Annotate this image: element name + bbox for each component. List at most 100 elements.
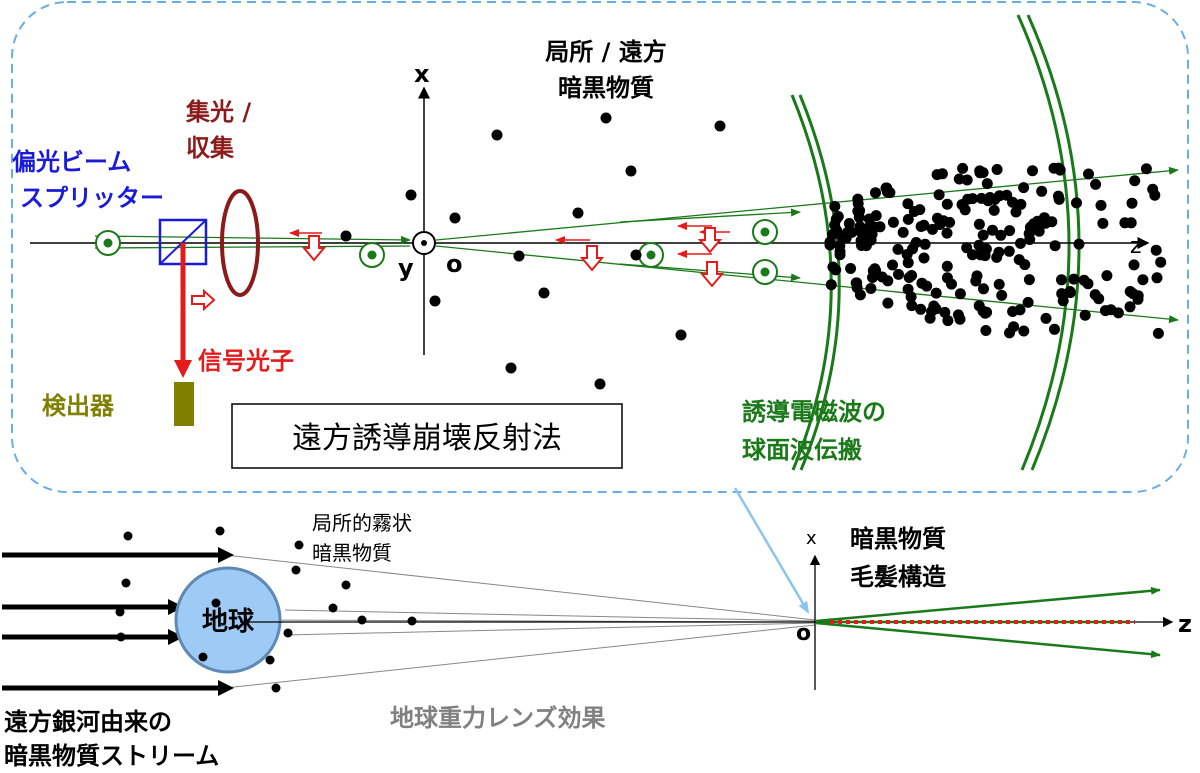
photon-polarization-dot: [760, 227, 770, 237]
dm-particle: [869, 263, 881, 275]
dm-particle: [936, 168, 948, 180]
dm-particle: [1004, 327, 1015, 339]
dm-particle: [1014, 304, 1026, 316]
dm-filament: [815, 586, 1161, 659]
dm-particle: [1018, 325, 1030, 337]
dm-particle: [340, 230, 352, 242]
dm-particle: [1071, 197, 1082, 209]
dm-particle: [918, 219, 930, 231]
dm-particle: [1056, 274, 1067, 286]
dm-particle: [897, 226, 909, 238]
dm-particle: [902, 257, 914, 269]
dm-particle: [850, 277, 862, 289]
dm-particle: [924, 312, 936, 324]
photon-polarization-dot: [367, 250, 377, 260]
dm-particle: [215, 526, 225, 536]
dm-particle: [952, 309, 964, 321]
dm-particle: [675, 329, 687, 341]
dm-particle: [865, 283, 877, 294]
dm-particle: [283, 628, 293, 638]
dm-particle: [491, 129, 503, 141]
top-axes: [30, 86, 1150, 355]
polarization-down-arrow: [579, 245, 605, 272]
dm-particle: [1147, 183, 1159, 195]
dm-particle: [600, 112, 612, 124]
dm-particle: [1039, 217, 1051, 229]
dm-stream-arrows: [2, 552, 222, 691]
dm-particle: [1124, 301, 1136, 313]
dm-particle: [449, 212, 461, 224]
dm-particle: [961, 242, 973, 254]
dm-particle: [291, 565, 301, 575]
dm-particle: [1132, 293, 1144, 305]
dm-particle: [1119, 217, 1131, 229]
pbs-label-line1: 偏光ビーム: [12, 148, 131, 176]
dm-particle: [956, 199, 968, 211]
dm-particle: [916, 277, 928, 289]
inset-dashed-border: [11, 1, 1189, 493]
dark-matter-particles-bottom: [115, 526, 417, 693]
dm-particle: [1004, 225, 1016, 237]
top-axis-o-label: o: [446, 250, 463, 278]
dm-particle: [341, 580, 351, 590]
dm-particle: [841, 227, 853, 238]
dm-particle: [933, 189, 945, 201]
dm-particle: [1089, 289, 1101, 301]
stream-line1: 遠方銀河由来の: [4, 708, 172, 736]
dm-particle: [988, 204, 1000, 216]
dm-particle: [991, 164, 1003, 175]
dm-particle: [829, 200, 841, 212]
dm-particle: [975, 249, 987, 261]
dm-particle: [198, 652, 208, 662]
dm-particle: [978, 283, 989, 295]
dm-particle: [845, 263, 857, 274]
dm-particle: [967, 193, 979, 205]
dm-particle: [892, 243, 904, 255]
signal-polarization-arrow: [191, 288, 216, 312]
dm-particle: [942, 315, 954, 327]
dm-particle: [1040, 312, 1052, 324]
dm-particle: [1101, 270, 1113, 282]
dm-particle: [868, 221, 880, 233]
dm-particle: [1019, 259, 1031, 271]
dm-particle: [977, 229, 989, 241]
em-wave-line2: 球面波伝搬: [742, 436, 862, 464]
dm-particle: [941, 260, 953, 272]
photon-polarization-dot: [646, 250, 656, 260]
dm-particle: [1033, 225, 1045, 237]
dm-particle: [294, 540, 304, 550]
dm-particle: [824, 236, 836, 248]
dm-particle: [505, 362, 517, 374]
dm-particle: [1140, 163, 1152, 175]
dm-particle: [513, 250, 525, 262]
dm-particle: [271, 683, 281, 693]
focusing-lens: [220, 189, 260, 297]
dm-particle: [1018, 182, 1030, 194]
dm-particle: [121, 578, 131, 588]
dm-particle: [870, 187, 881, 199]
dm-particle: [115, 607, 125, 617]
dm-particle: [941, 227, 953, 239]
dm-particle: [882, 297, 894, 309]
dm-particle: [1129, 175, 1141, 187]
dm-particle: [1068, 273, 1080, 285]
detector-block: [174, 382, 194, 426]
zoom-connector-arrow: [733, 487, 810, 614]
dm-particle: [996, 289, 1008, 301]
dm-particle: [123, 531, 133, 541]
em-wave-line1: 誘導電磁波の: [742, 398, 886, 426]
dm-particle: [1079, 309, 1091, 321]
dm-particle: [1015, 198, 1027, 210]
dm-particle: [908, 206, 920, 217]
dm-particle: [1083, 168, 1094, 180]
polarization-circles: [95, 219, 778, 285]
dm-particle: [981, 178, 993, 190]
dm-particle: [211, 598, 221, 608]
dm-particle: [538, 287, 550, 299]
dm-particle: [1097, 217, 1109, 229]
dm-particle: [357, 615, 367, 625]
dm-particle: [265, 655, 275, 665]
dm-particle: [993, 278, 1005, 290]
dm-particle: [930, 303, 942, 315]
